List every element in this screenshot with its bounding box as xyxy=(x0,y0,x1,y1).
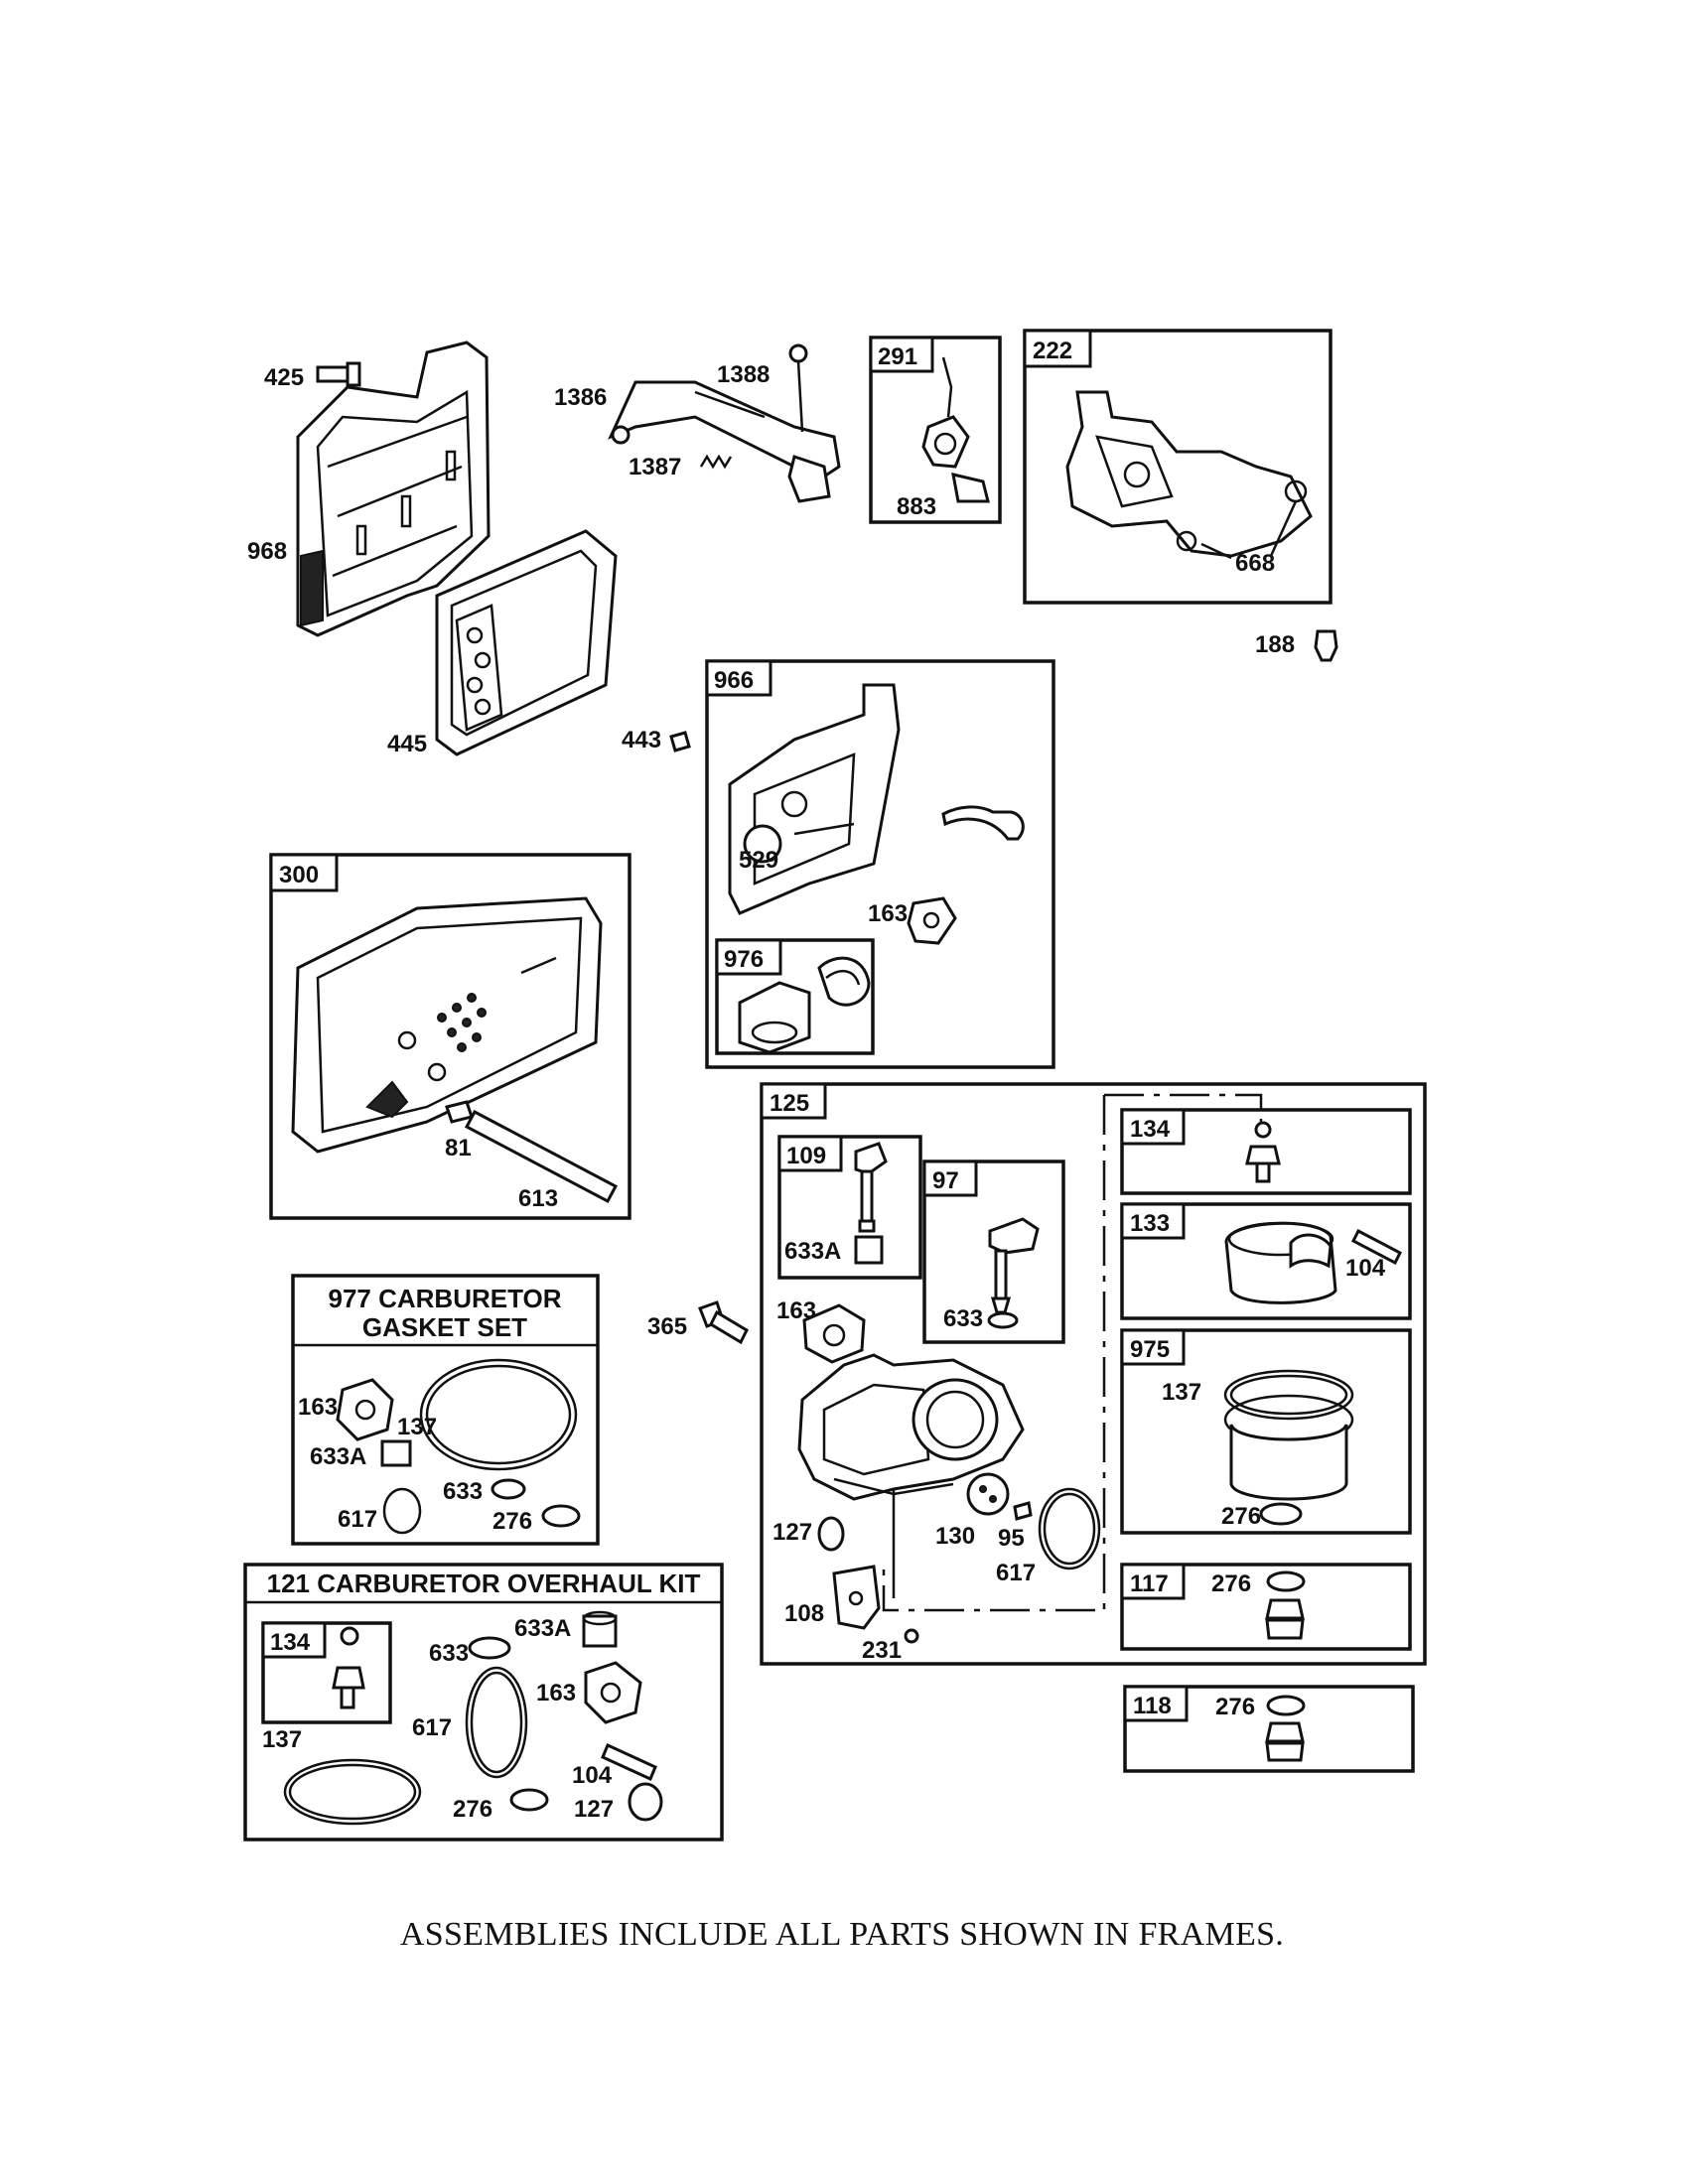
assembly-frame-117: 117 276 xyxy=(1120,1563,1412,1651)
label-97-633: 633 xyxy=(943,1305,983,1332)
screw-1388 xyxy=(788,343,808,433)
label-81: 81 xyxy=(445,1135,472,1161)
label-977-137: 137 xyxy=(397,1414,437,1440)
tag-109: 109 xyxy=(786,1143,826,1169)
title-977-line2: GASKET SET xyxy=(362,1312,527,1342)
label-977-163: 163 xyxy=(298,1394,338,1421)
label-968: 968 xyxy=(247,538,287,565)
label-121-163: 163 xyxy=(536,1680,576,1706)
tag-966: 966 xyxy=(714,667,754,694)
bolt-365 xyxy=(698,1300,749,1345)
tag-121-134: 134 xyxy=(270,1629,311,1656)
label-125-231: 231 xyxy=(862,1637,902,1664)
label-425: 425 xyxy=(264,364,304,391)
tag-134: 134 xyxy=(1130,1116,1171,1143)
assembly-frame-125: 125 163 127 130 95 617 108 xyxy=(760,1082,1427,1666)
tag-300: 300 xyxy=(279,862,319,888)
air-filter-445 xyxy=(435,529,618,756)
label-125-127: 127 xyxy=(772,1519,812,1546)
label-121-104: 104 xyxy=(572,1762,613,1789)
label-125-95: 95 xyxy=(998,1525,1025,1552)
tag-117: 117 xyxy=(1130,1570,1169,1597)
title-121: 121 CARBURETOR OVERHAUL KIT xyxy=(267,1569,701,1598)
assembly-frame-975: 975 137 276 xyxy=(1120,1328,1412,1535)
air-cleaner-base-968 xyxy=(296,341,491,637)
label-529: 529 xyxy=(739,847,778,874)
spring-1387 xyxy=(699,454,733,470)
label-1386: 1386 xyxy=(554,384,607,411)
tag-975: 975 xyxy=(1130,1336,1170,1363)
label-121-633a: 633A xyxy=(514,1615,571,1642)
label-188: 188 xyxy=(1255,631,1295,658)
label-109-633a: 633A xyxy=(784,1238,841,1265)
label-1388: 1388 xyxy=(717,361,770,388)
tag-976: 976 xyxy=(724,946,764,973)
label-163: 163 xyxy=(868,900,908,927)
tag-125: 125 xyxy=(770,1090,809,1117)
assembly-frame-134: 134 xyxy=(1120,1108,1412,1195)
assembly-frame-109: 109 633A xyxy=(777,1135,922,1280)
label-117-276: 276 xyxy=(1211,1570,1251,1597)
label-121-137: 137 xyxy=(262,1726,302,1753)
label-977-617: 617 xyxy=(338,1506,377,1533)
label-125-130: 130 xyxy=(935,1523,975,1550)
assembly-frame-291: 291 883 xyxy=(869,336,1002,524)
footer-note: ASSEMBLIES INCLUDE ALL PARTS SHOWN IN FR… xyxy=(399,1916,1285,1953)
label-613: 613 xyxy=(518,1185,558,1212)
label-668: 668 xyxy=(1235,550,1275,577)
label-133-104: 104 xyxy=(1345,1255,1386,1282)
label-443: 443 xyxy=(622,727,661,753)
assembly-frame-966: 966 529 163 xyxy=(705,659,1055,1069)
bolt-425 xyxy=(316,361,361,387)
assembly-frame-121: 121 CARBURETOR OVERHAUL KIT 134 633 633A… xyxy=(243,1563,724,1842)
tag-118: 118 xyxy=(1133,1693,1172,1719)
assembly-frame-976: 976 xyxy=(715,938,875,1055)
label-977-633a: 633A xyxy=(310,1443,366,1470)
label-118-276: 276 xyxy=(1215,1694,1255,1720)
screw-188 xyxy=(1314,629,1338,662)
label-121-633: 633 xyxy=(429,1640,469,1667)
assembly-frame-300: 300 81 613 xyxy=(269,853,632,1220)
tag-222: 222 xyxy=(1033,338,1072,364)
label-1387: 1387 xyxy=(629,454,681,480)
label-883: 883 xyxy=(897,493,936,520)
screw-443 xyxy=(669,731,691,752)
assembly-frame-97: 97 633 xyxy=(922,1160,1065,1344)
label-975-276: 276 xyxy=(1221,1503,1261,1530)
assembly-frame-977: 977 CARBURETOR GASKET SET 163 137 633A 6… xyxy=(291,1274,600,1546)
assembly-frame-133: 133 104 xyxy=(1120,1202,1412,1320)
label-977-276: 276 xyxy=(492,1508,532,1535)
title-977-line1: 977 CARBURETOR xyxy=(328,1284,561,1313)
label-365: 365 xyxy=(647,1313,687,1340)
label-125-617: 617 xyxy=(996,1560,1036,1586)
tag-133: 133 xyxy=(1130,1210,1170,1237)
label-975-137: 137 xyxy=(1162,1379,1201,1406)
label-121-276: 276 xyxy=(453,1796,492,1823)
assembly-frame-118: 118 276 xyxy=(1123,1685,1415,1773)
label-121-127: 127 xyxy=(574,1796,614,1823)
tag-97: 97 xyxy=(932,1167,959,1194)
label-121-617: 617 xyxy=(412,1714,452,1741)
label-977-633: 633 xyxy=(443,1478,483,1505)
control-lever-1386 xyxy=(608,380,841,503)
tag-291: 291 xyxy=(878,343,917,370)
label-125-108: 108 xyxy=(784,1600,824,1627)
label-445: 445 xyxy=(387,731,427,757)
label-125-163: 163 xyxy=(776,1297,816,1324)
assembly-frame-222: 222 668 xyxy=(1023,329,1333,605)
